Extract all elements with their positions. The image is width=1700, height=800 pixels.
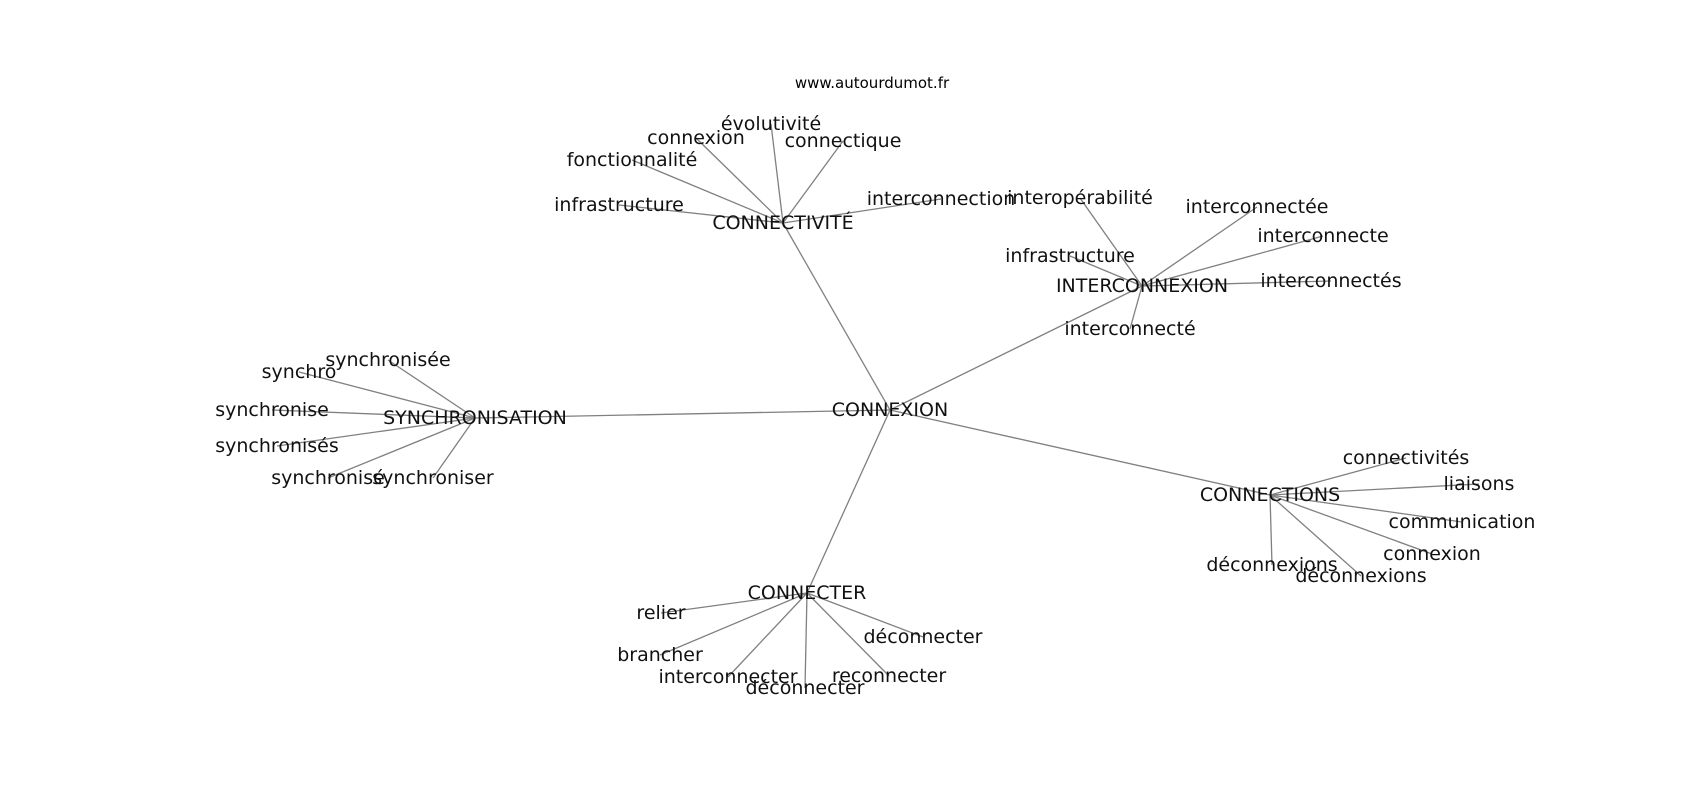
edge-center-hub bbox=[889, 409, 1271, 496]
edge-hub-leaf bbox=[804, 592, 808, 689]
leaf-node-label: interconnecté bbox=[1064, 318, 1195, 340]
edge-hub-leaf bbox=[806, 592, 890, 677]
edge-hub-leaf bbox=[1129, 285, 1143, 330]
edge-hub-leaf bbox=[1141, 206, 1258, 287]
leaf-node-label: connectique bbox=[785, 130, 902, 152]
edge-hub-leaf bbox=[770, 123, 784, 224]
edge-hub-leaf bbox=[782, 140, 844, 224]
edge-hub-leaf bbox=[660, 592, 808, 614]
edge-center-hub bbox=[474, 409, 891, 419]
leaf-node-label: relier bbox=[636, 602, 685, 624]
edge-hub-leaf bbox=[1269, 457, 1407, 496]
edge-hub-leaf bbox=[1269, 483, 1480, 496]
edge-hub-leaf bbox=[1269, 494, 1433, 555]
site-watermark: www.autourdumot.fr bbox=[795, 74, 950, 92]
edge-hub-leaf bbox=[327, 417, 476, 479]
edge-center-hub bbox=[889, 285, 1143, 411]
leaf-node-label: interconnecter bbox=[658, 666, 797, 688]
edge-hub-leaf bbox=[1269, 494, 1463, 523]
leaf-node-label: communication bbox=[1389, 511, 1536, 533]
hub-node-label: CONNECTER bbox=[748, 582, 867, 604]
leaf-node-label: infrastructure bbox=[554, 194, 684, 216]
graph-labels: www.autourdumot.fr CONNEXION CONNECTIVITÉ… bbox=[215, 74, 1535, 699]
graph-edges bbox=[271, 123, 1480, 689]
edge-center-hub bbox=[782, 222, 891, 411]
leaf-node-label: évolutivité bbox=[721, 113, 821, 135]
leaf-node-label: connexion bbox=[1383, 543, 1481, 565]
leaf-node-label: déconnexions bbox=[1295, 565, 1426, 587]
hub-node-label: INTERCONNEXION bbox=[1056, 275, 1228, 297]
edge-hub-leaf bbox=[1269, 494, 1362, 577]
edge-hub-leaf bbox=[727, 592, 808, 678]
leaf-node-label: déconnecter bbox=[864, 626, 983, 648]
edge-hub-leaf bbox=[298, 371, 476, 419]
center-node-label: CONNEXION bbox=[832, 399, 948, 421]
leaf-node-label: interconnectée bbox=[1186, 196, 1329, 218]
leaf-node-label: synchronisés bbox=[215, 435, 339, 457]
leaf-node-label: infrastructure bbox=[1005, 245, 1135, 267]
edge-hub-leaf bbox=[1141, 235, 1324, 287]
edge-hub-leaf bbox=[1141, 280, 1332, 287]
edge-hub-leaf bbox=[782, 198, 942, 224]
edge-hub-leaf bbox=[631, 159, 784, 224]
leaf-node-label: synchronisé bbox=[271, 467, 385, 489]
leaf-node-label: interconnectés bbox=[1260, 270, 1401, 292]
edge-hub-leaf bbox=[806, 592, 924, 638]
edge-hub-leaf bbox=[276, 417, 476, 447]
leaf-node-label: connexion bbox=[647, 127, 745, 149]
leaf-node-label: synchroniser bbox=[372, 467, 494, 489]
leaf-node-label: liaisons bbox=[1444, 473, 1515, 495]
leaf-node-label: synchro bbox=[262, 361, 337, 383]
edge-hub-leaf bbox=[618, 204, 784, 224]
leaf-node-label: interopérabilité bbox=[1007, 187, 1153, 209]
edge-hub-leaf bbox=[695, 137, 784, 224]
leaf-node-label: connectivités bbox=[1343, 447, 1470, 469]
edge-hub-leaf bbox=[432, 417, 476, 479]
leaf-node-label: déconnecter bbox=[746, 677, 865, 699]
edge-hub-leaf bbox=[271, 409, 476, 419]
edge-hub-leaf bbox=[659, 592, 808, 656]
edge-hub-leaf bbox=[387, 359, 476, 419]
leaf-node-label: interconnection bbox=[867, 188, 1016, 210]
leaf-node-label: déconnexions bbox=[1206, 554, 1337, 576]
leaf-node-label: brancher bbox=[617, 644, 703, 666]
hub-node-label: CONNECTIONS bbox=[1200, 484, 1340, 506]
leaf-node-label: fonctionnalité bbox=[567, 149, 698, 171]
edge-hub-leaf bbox=[1069, 255, 1143, 287]
edge-hub-leaf bbox=[1079, 197, 1143, 287]
hub-node-label: CONNECTIVITÉ bbox=[712, 211, 853, 234]
hub-node-label: SYNCHRONISATION bbox=[383, 407, 567, 429]
edge-center-hub bbox=[806, 409, 891, 594]
edge-hub-leaf bbox=[1269, 494, 1273, 566]
leaf-node-label: synchronise bbox=[215, 399, 329, 421]
leaf-node-label: interconnecte bbox=[1257, 225, 1388, 247]
leaf-node-label: reconnecter bbox=[832, 665, 947, 687]
leaf-node-label: synchronisée bbox=[325, 349, 450, 371]
